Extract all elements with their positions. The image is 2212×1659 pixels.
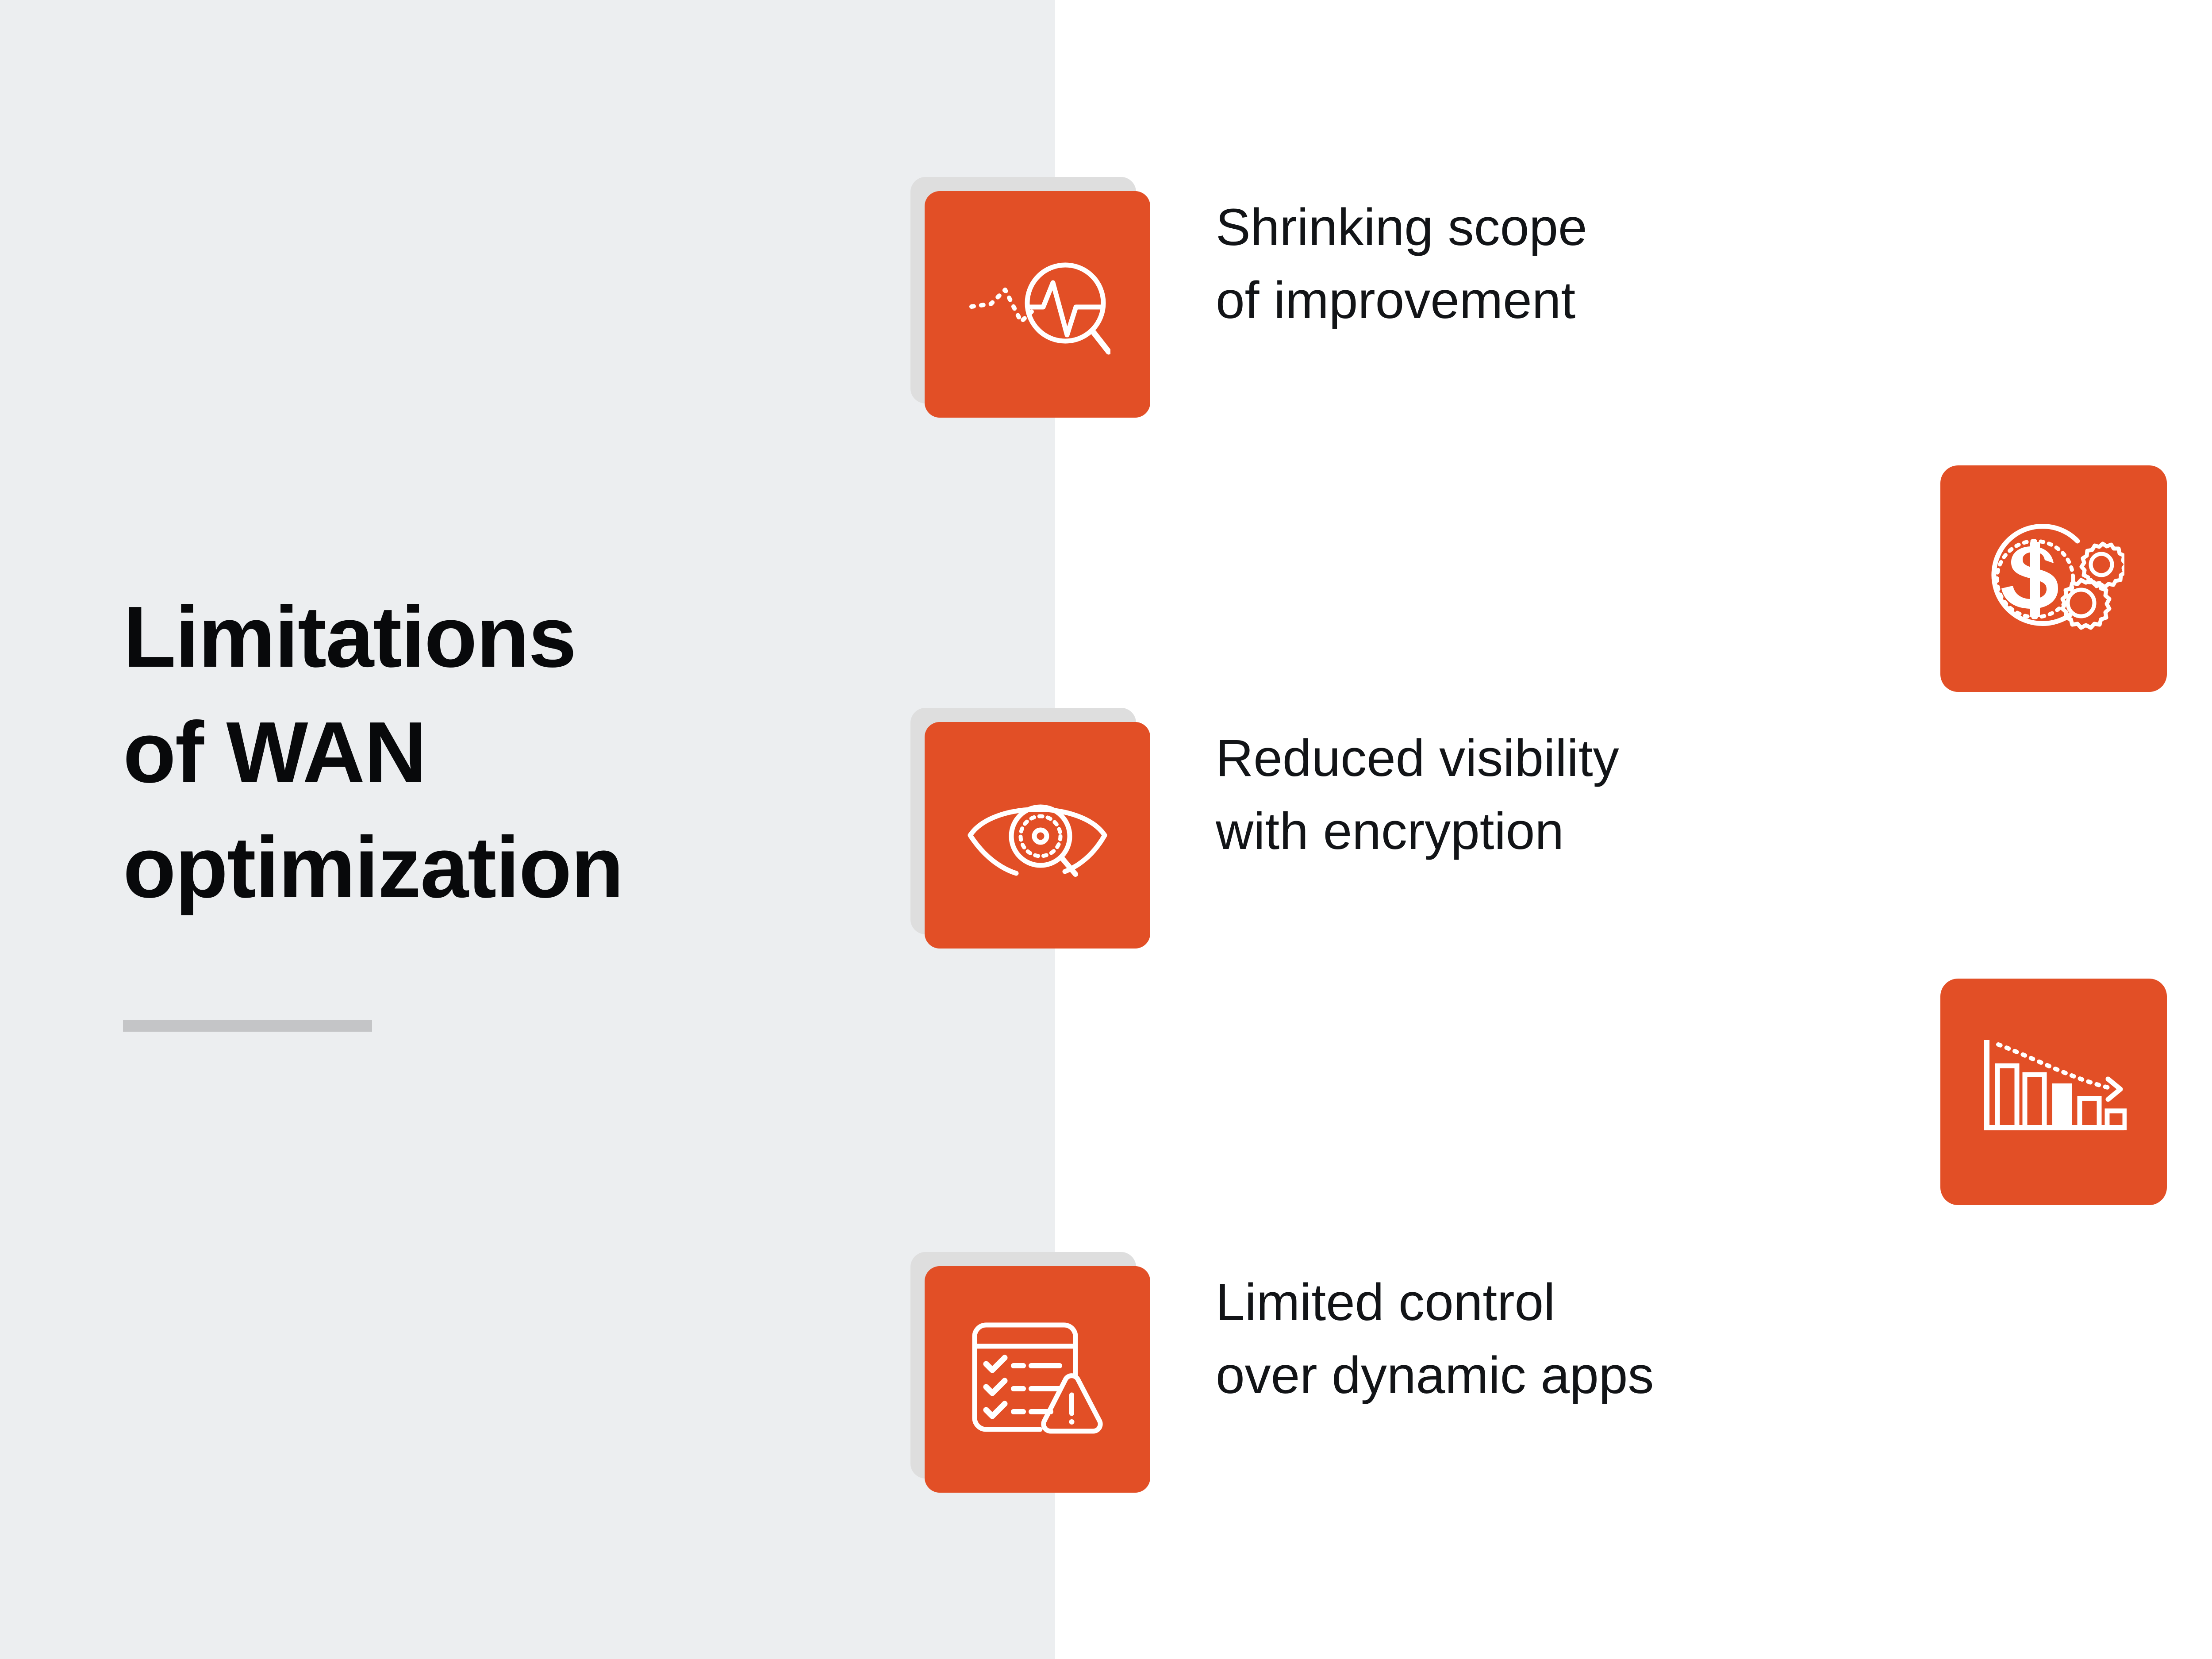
feature-item-processing-overhead: Processing overhead <box>1940 465 2212 692</box>
magnifier-pulse-icon <box>964 249 1110 360</box>
icon-tile-wrapper <box>1940 465 2167 692</box>
feature-item-limited-control: Limited control over dynamic apps <box>910 1252 1654 1493</box>
icon-tile-wrapper <box>910 177 1150 418</box>
page-title-line-1: Limitations <box>123 588 576 685</box>
icon-tile <box>925 191 1150 418</box>
feature-item-diminishing-returns: Diminishing returns with modern SD-WAN &… <box>1940 979 2212 1271</box>
icon-tile <box>925 1266 1150 1493</box>
page-title-line-2: of WAN <box>123 703 427 801</box>
declining-bar-chart-icon <box>1981 1037 2127 1147</box>
eye-magnifier-icon <box>967 791 1108 879</box>
feature-item-shrinking-scope: Shrinking scope of improvement <box>910 177 1587 418</box>
icon-tile-wrapper <box>910 1252 1150 1493</box>
page-title: Limitations of WAN optimization <box>123 580 875 926</box>
page-title-line-3: optimization <box>123 819 624 916</box>
title-divider-rule <box>123 1020 372 1032</box>
feature-label: Shrinking scope of improvement <box>1216 198 1587 330</box>
feature-label: Limited control over dynamic apps <box>1216 1273 1654 1405</box>
feature-label: Reduced visibility with encryption <box>1216 729 1619 861</box>
icon-tile <box>1940 979 2167 1205</box>
icon-tile <box>1940 465 2167 692</box>
left-grey-panel <box>0 0 1055 1659</box>
feature-item-reduced-visibility: Reduced visibility with encryption <box>910 708 1619 949</box>
dollar-gears-icon <box>1983 515 2124 643</box>
icon-tile <box>925 722 1150 949</box>
checklist-warning-icon <box>971 1320 1104 1439</box>
icon-tile-wrapper <box>1940 979 2167 1205</box>
icon-tile-wrapper <box>910 708 1150 949</box>
